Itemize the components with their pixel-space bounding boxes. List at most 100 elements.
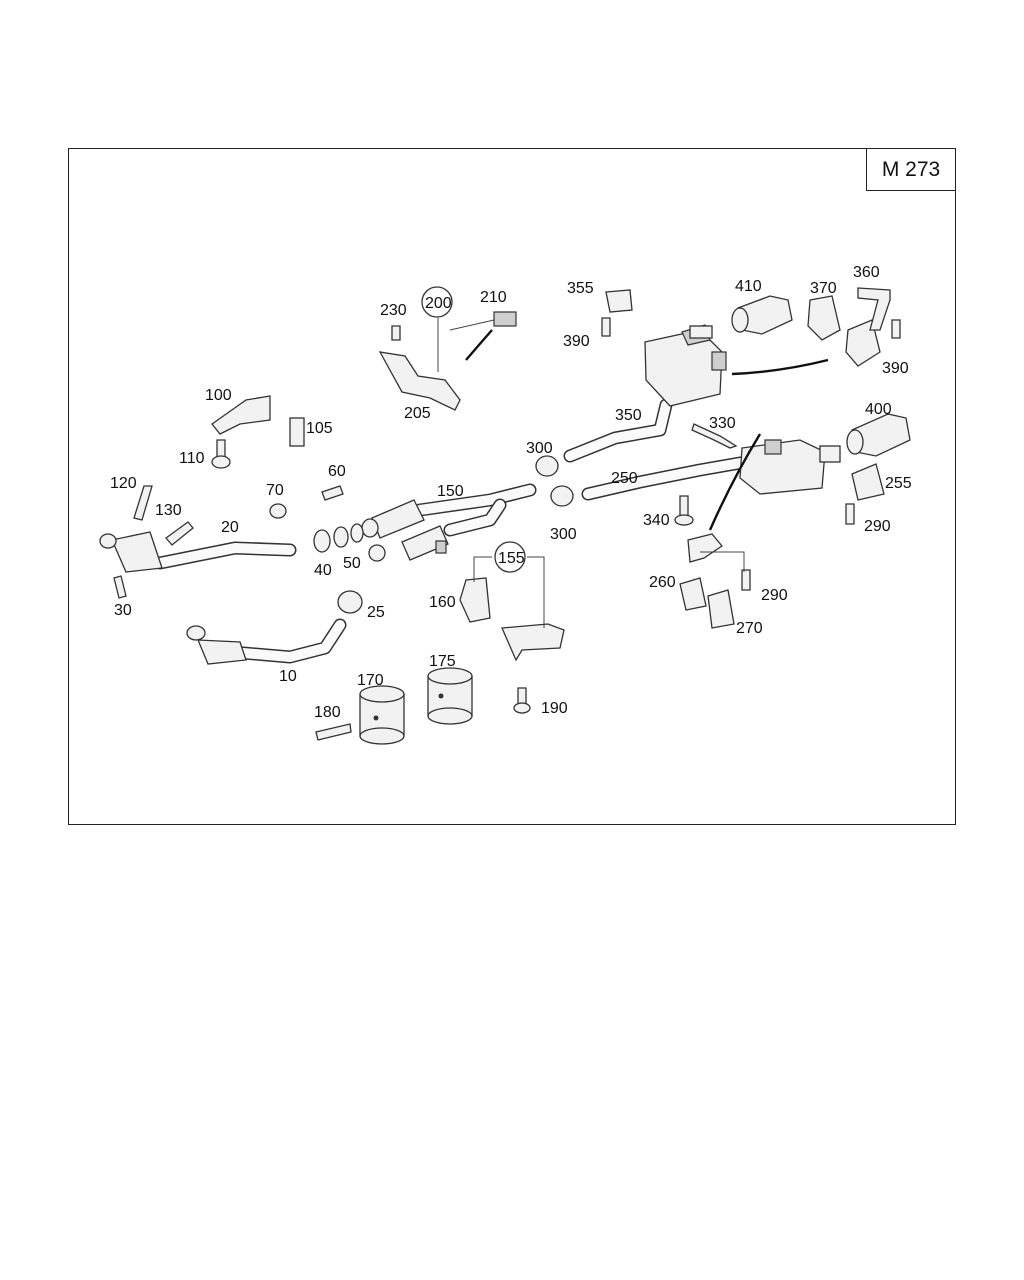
callout-190: 190 bbox=[541, 700, 568, 717]
callout-400: 400 bbox=[865, 401, 892, 418]
center-pipe-assembly bbox=[361, 483, 537, 562]
callout-270: 270 bbox=[736, 620, 763, 637]
front-pipe-upper bbox=[99, 531, 297, 573]
callout-120: 120 bbox=[110, 475, 137, 492]
callout-150: 150 bbox=[437, 483, 464, 500]
rubber-mount-175 bbox=[427, 667, 473, 725]
rear-muffler bbox=[739, 439, 841, 495]
callout-300-upper: 300 bbox=[526, 440, 553, 457]
callout-410: 410 bbox=[735, 278, 762, 295]
hanger-370 bbox=[807, 295, 841, 341]
callout-210: 210 bbox=[480, 289, 507, 306]
bolt-390-left bbox=[601, 317, 611, 337]
bolt-290-lower bbox=[741, 569, 751, 591]
bolt-340-head bbox=[674, 514, 694, 526]
bolt-290-right bbox=[845, 503, 855, 525]
bolt-230 bbox=[391, 325, 401, 341]
bracket-155 bbox=[501, 623, 565, 662]
callout-200: 200 bbox=[425, 295, 452, 312]
clip-210 bbox=[493, 311, 517, 327]
plate-105 bbox=[289, 417, 305, 447]
arrow-210 bbox=[465, 329, 493, 361]
callout-40: 40 bbox=[314, 562, 332, 579]
callout-260: 260 bbox=[649, 574, 676, 591]
callout-300-lower: 300 bbox=[550, 526, 577, 543]
callout-250: 250 bbox=[611, 470, 638, 487]
bolt-110 bbox=[216, 439, 226, 459]
leader-260 bbox=[700, 551, 745, 572]
callout-100: 100 bbox=[205, 387, 232, 404]
arrow-360 bbox=[731, 358, 829, 376]
callout-390-right: 390 bbox=[882, 360, 909, 377]
callout-155: 155 bbox=[498, 550, 525, 567]
callout-205: 205 bbox=[404, 405, 431, 422]
intermediate-pipe bbox=[563, 398, 747, 501]
callout-60: 60 bbox=[328, 463, 346, 480]
callout-20: 20 bbox=[221, 519, 239, 536]
hanger-355 bbox=[605, 289, 633, 313]
callout-50: 50 bbox=[343, 555, 361, 572]
callout-355: 355 bbox=[567, 280, 594, 297]
sensor-130 bbox=[165, 521, 194, 546]
hanger-270 bbox=[707, 589, 735, 629]
hanger-260 bbox=[679, 577, 707, 611]
bolt-390-right bbox=[891, 319, 901, 339]
model-code-box: M 273 bbox=[866, 148, 956, 191]
callout-25: 25 bbox=[367, 604, 385, 621]
ring-50 bbox=[333, 526, 349, 548]
front-muffler bbox=[644, 324, 727, 407]
callout-bubble-155 bbox=[494, 541, 526, 573]
strap-330 bbox=[691, 423, 738, 449]
arrow-260 bbox=[708, 433, 762, 531]
bracket-205 bbox=[378, 351, 461, 411]
hanger-360 bbox=[845, 319, 881, 367]
leader-200 bbox=[437, 318, 495, 372]
callout-70: 70 bbox=[266, 482, 284, 499]
clamp-300-upper bbox=[535, 455, 559, 477]
front-pipe-lower bbox=[186, 618, 347, 665]
clamp-300-lower bbox=[550, 485, 574, 507]
callout-130: 130 bbox=[155, 502, 182, 519]
sensor-120 bbox=[133, 485, 153, 521]
callout-255: 255 bbox=[885, 475, 912, 492]
callout-230: 230 bbox=[380, 302, 407, 319]
callout-105: 105 bbox=[306, 420, 333, 437]
bracket-260 bbox=[687, 533, 723, 563]
bolt-190-head bbox=[513, 702, 531, 714]
leader-155 bbox=[473, 556, 545, 628]
bracket-360 bbox=[857, 287, 891, 331]
callout-340: 340 bbox=[643, 512, 670, 529]
callout-170: 170 bbox=[357, 672, 384, 689]
bolt-60 bbox=[321, 485, 344, 501]
callout-30: 30 bbox=[114, 602, 132, 619]
callout-175: 175 bbox=[429, 653, 456, 670]
callout-370: 370 bbox=[810, 280, 837, 297]
model-code: M 273 bbox=[881, 157, 941, 181]
hanger-160 bbox=[459, 577, 491, 623]
hanger-255 bbox=[851, 463, 885, 501]
bolt-340 bbox=[679, 495, 689, 517]
callout-290-lower: 290 bbox=[761, 587, 788, 604]
callout-160: 160 bbox=[429, 594, 456, 611]
bracket-100 bbox=[211, 395, 271, 435]
callout-290-right: 290 bbox=[864, 518, 891, 535]
tailpipe-tip-400 bbox=[846, 413, 911, 457]
callout-180: 180 bbox=[314, 704, 341, 721]
clamp-25 bbox=[337, 590, 363, 614]
callout-10: 10 bbox=[279, 668, 297, 685]
bolt-180 bbox=[315, 723, 352, 741]
tailpipe-tip-410 bbox=[731, 295, 793, 335]
callout-330: 330 bbox=[709, 415, 736, 432]
callout-bubble-200 bbox=[421, 286, 453, 318]
callout-350: 350 bbox=[615, 407, 642, 424]
bolt-30 bbox=[113, 575, 127, 599]
bolt-110-head bbox=[211, 455, 231, 469]
callout-390-left: 390 bbox=[563, 333, 590, 350]
callout-110: 110 bbox=[179, 450, 205, 467]
nut-70 bbox=[269, 503, 287, 519]
ring-40 bbox=[313, 529, 331, 553]
callout-360: 360 bbox=[853, 264, 880, 281]
rubber-mount-170 bbox=[359, 685, 405, 745]
seal-50b bbox=[350, 523, 364, 543]
